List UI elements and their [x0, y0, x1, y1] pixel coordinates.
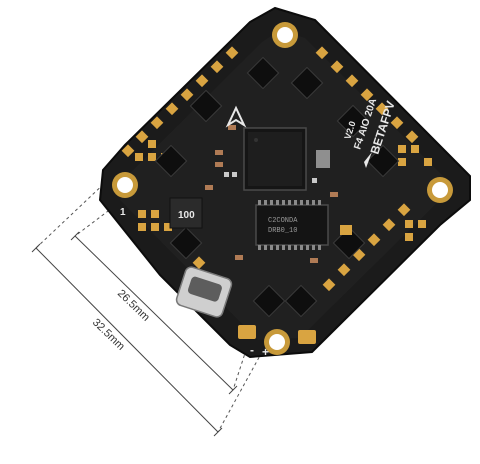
usb-port — [175, 266, 233, 318]
chip-marking-1: C2CONDA — [268, 217, 298, 225]
plus-label: + — [262, 345, 269, 359]
minus-label: - — [250, 343, 254, 357]
motor-pads-top-right — [315, 46, 432, 166]
esc-chip: C2CONDA DRB0_10 — [255, 204, 329, 246]
inductor-marking: 100 — [178, 210, 195, 221]
chip-marking-2: DRB0_10 — [268, 227, 297, 235]
corner-number: 1 — [120, 207, 126, 218]
passive-components — [205, 125, 352, 263]
chip-pins — [258, 200, 321, 250]
motor-pads-bottom-right — [322, 203, 426, 292]
dimension-lines — [31, 179, 263, 437]
mosfets — [154, 56, 400, 318]
battery-pads: + - — [238, 325, 316, 359]
arrow-icon — [364, 152, 372, 168]
betafpv-logo-icon — [225, 105, 247, 128]
mcu-chip — [243, 127, 307, 191]
mounting-holes — [112, 22, 453, 355]
inductor: 100 — [169, 197, 203, 229]
